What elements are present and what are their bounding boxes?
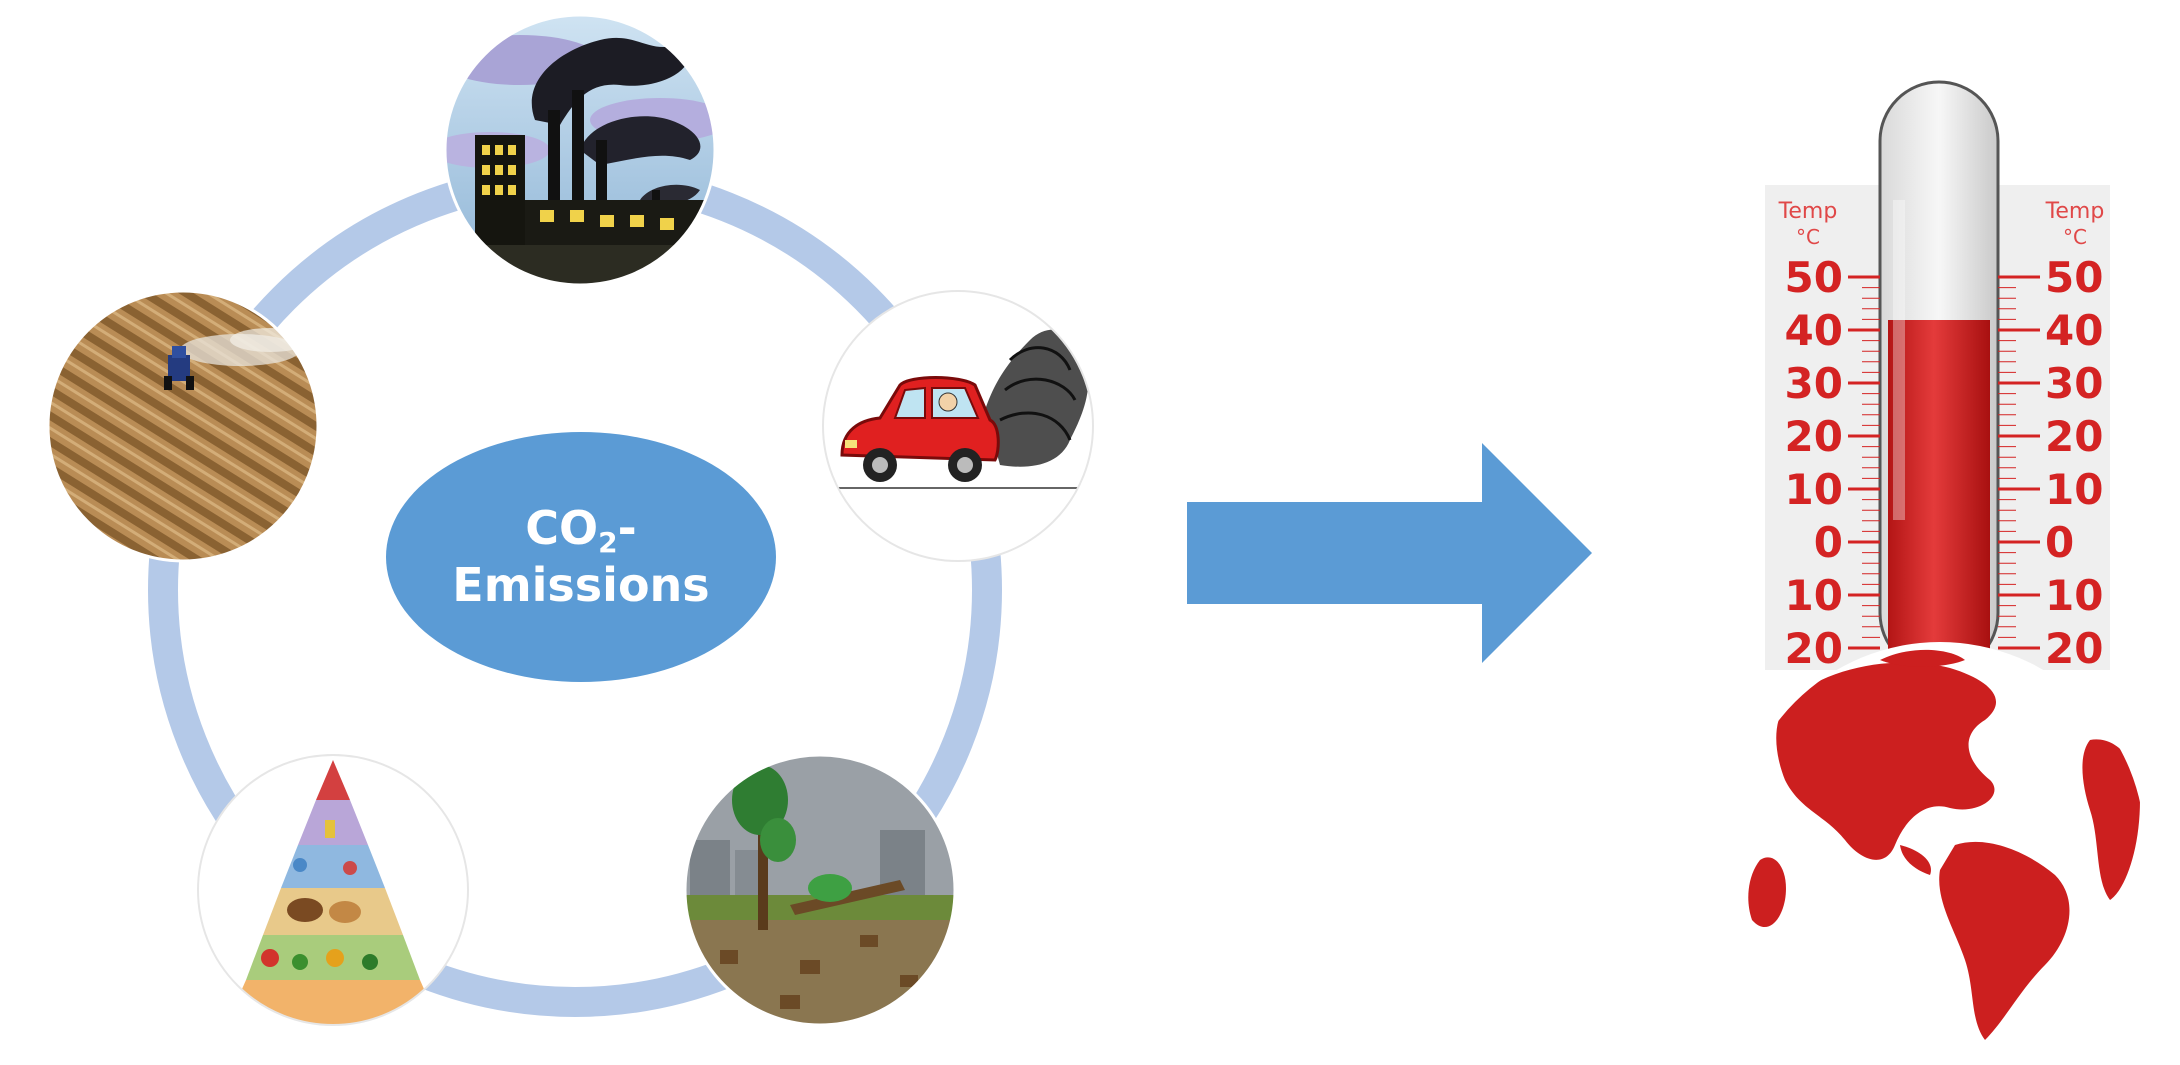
co2-main: CO bbox=[525, 500, 599, 555]
emissions-title: Emissions bbox=[452, 558, 710, 613]
co2-title: CO2- bbox=[525, 502, 636, 559]
co2-emissions-ellipse bbox=[386, 432, 776, 682]
right-scale-50: 50 bbox=[2045, 253, 2103, 302]
thermometer-right-scale bbox=[1998, 275, 2040, 650]
left-unit-label: °C bbox=[1796, 225, 1820, 249]
deforestation-icon bbox=[683, 753, 957, 1027]
right-scale-40: 40 bbox=[2045, 306, 2103, 355]
food-pyramid-icon bbox=[197, 754, 469, 1026]
left-scale-50: 50 bbox=[1785, 253, 1843, 302]
thermometer-left-scale bbox=[1848, 275, 1880, 650]
right-unit-label: °C bbox=[2063, 225, 2087, 249]
left-scale-20: 20 bbox=[1785, 412, 1843, 461]
right-temp-header: Temp bbox=[2045, 199, 2105, 224]
tractor-field-icon bbox=[46, 289, 320, 563]
left-scale-40: 40 bbox=[1785, 306, 1843, 355]
red-globe-icon bbox=[1735, 642, 2145, 1052]
right-arrow-icon bbox=[1187, 443, 1592, 663]
co2-dash: - bbox=[617, 500, 637, 555]
co2-emissions-label: CO2- Emissions bbox=[386, 432, 776, 682]
left-scale-0: 0 bbox=[1814, 518, 1843, 567]
factory-smokestacks-icon bbox=[443, 13, 717, 287]
thermometer-icon: Temp °C Temp °C 50 40 30 20 10 0 10 20 5… bbox=[1765, 80, 2110, 674]
left-scale-10: 10 bbox=[1785, 465, 1843, 514]
co2-subscript: 2 bbox=[598, 525, 618, 559]
right-scale-20: 20 bbox=[2045, 412, 2103, 461]
right-scale-minus-10: 10 bbox=[2045, 571, 2103, 620]
right-scale-10: 10 bbox=[2045, 465, 2103, 514]
right-scale-0: 0 bbox=[2045, 518, 2074, 567]
left-scale-30: 30 bbox=[1785, 359, 1843, 408]
left-scale-minus-20: 20 bbox=[1785, 624, 1843, 673]
left-temp-header: Temp bbox=[1778, 199, 1838, 224]
polluting-car-icon bbox=[822, 290, 1094, 562]
left-scale-minus-10: 10 bbox=[1785, 571, 1843, 620]
right-scale-30: 30 bbox=[2045, 359, 2103, 408]
right-scale-minus-20: 20 bbox=[2045, 624, 2103, 673]
